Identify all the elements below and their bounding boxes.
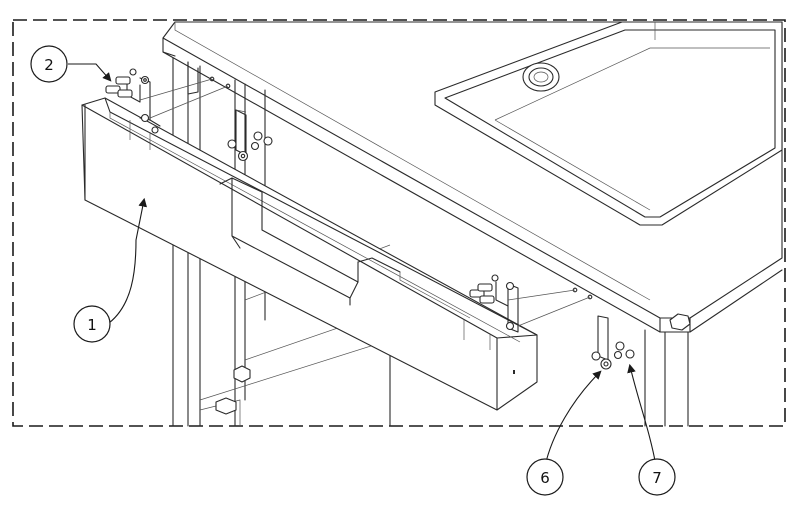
- callout-2-label: 2: [44, 56, 54, 74]
- detail-boundary: [12, 19, 786, 427]
- nut-icon: [613, 341, 635, 360]
- bolt-holes: [209, 76, 593, 300]
- bolt-set-left: [105, 68, 229, 134]
- front-rail: [81, 97, 538, 411]
- washer-nut-upper: [227, 131, 273, 162]
- hex-nut-icon: [215, 313, 691, 415]
- callout-6: 6: [526, 458, 564, 496]
- washer-icon: [591, 351, 612, 370]
- callout-1: 1: [73, 305, 111, 343]
- callout-2: 2: [30, 45, 68, 83]
- bolt-set-right: [469, 274, 591, 333]
- callout-1-label: 1: [87, 316, 97, 334]
- sink-basin: [434, 21, 783, 226]
- drain-icon: [522, 62, 560, 92]
- leader-lines: [68, 63, 657, 467]
- callout-7-label: 7: [652, 469, 662, 487]
- callout-6-label: 6: [540, 469, 550, 487]
- callout-7: 7: [638, 458, 676, 496]
